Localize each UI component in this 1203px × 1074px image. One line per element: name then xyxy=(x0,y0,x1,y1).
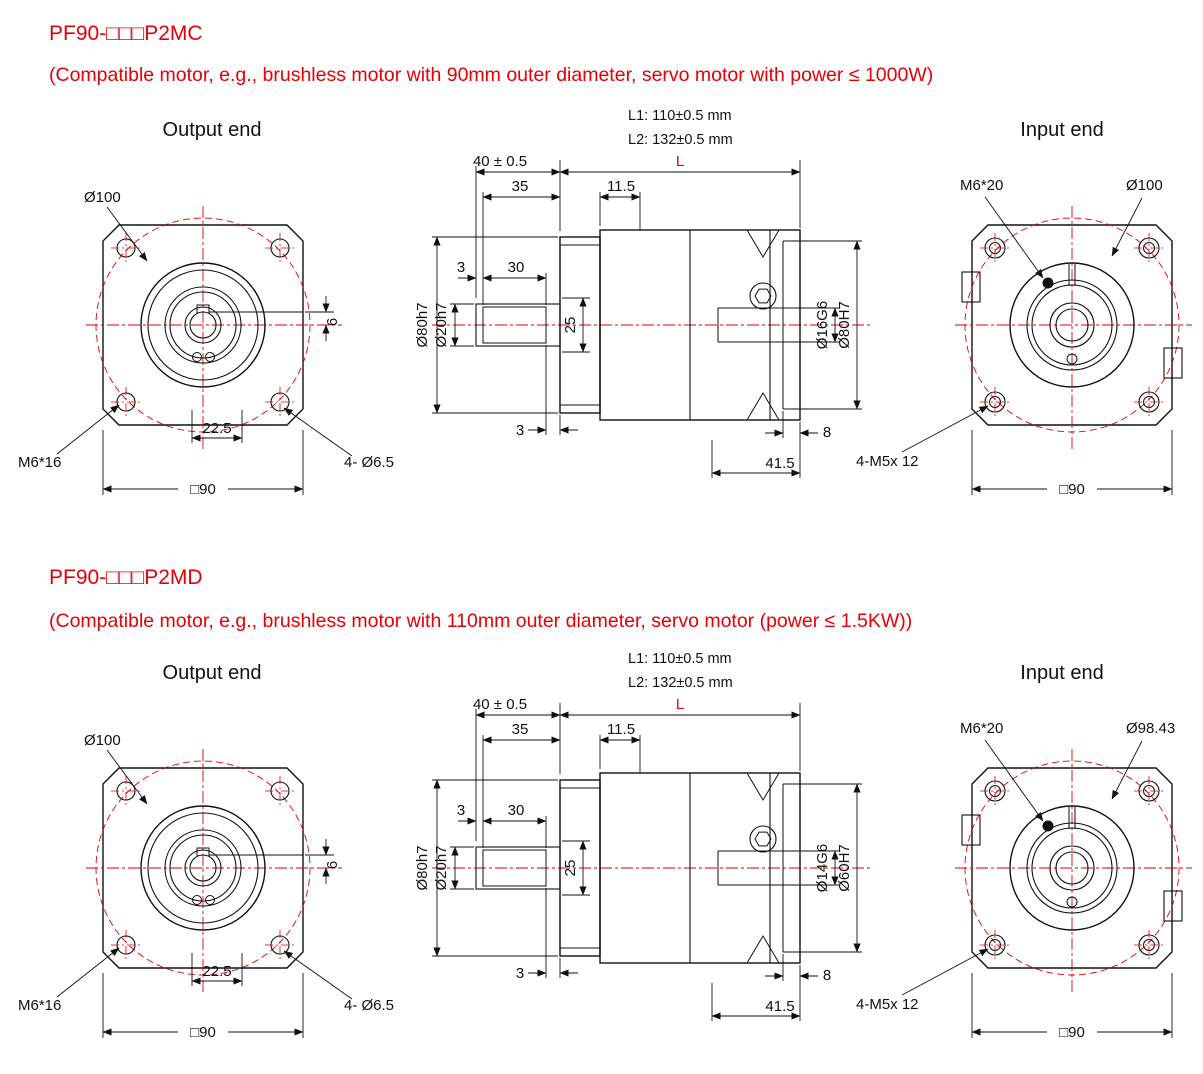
dim-input-pilot-dia: Ø80H7 xyxy=(836,301,853,349)
input-end-heading: Input end xyxy=(1020,662,1103,684)
dim-output-bolt-circle: Ø100 xyxy=(84,732,121,749)
dim-overall-length: L xyxy=(676,153,684,170)
l1-note: L1: 110±0.5 mm xyxy=(628,108,732,124)
dim-input-bolt-circle: Ø98.43 xyxy=(1126,720,1175,737)
dim-25: 25 xyxy=(562,860,579,877)
dim-input-taps: 4-M5x 12 xyxy=(856,996,919,1013)
dim-shaft-length: 40 ± 0.5 xyxy=(473,153,527,170)
dim-output-holes: 4- Ø6.5 xyxy=(344,454,394,471)
dim-output-pilot-dia: Ø80h7 xyxy=(414,845,431,890)
dim-clamp-screw: M6*20 xyxy=(960,177,1003,194)
dim-key-height: 6 xyxy=(324,861,341,869)
dim-25: 25 xyxy=(562,317,579,334)
dim-35: 35 xyxy=(512,178,529,195)
l2-note: L2: 132±0.5 mm xyxy=(628,132,733,148)
dim-key-height: 6 xyxy=(324,318,341,326)
dim-output-corner-tap: M6*16 xyxy=(18,454,61,471)
dim-shaft-dia: Ø20h7 xyxy=(433,845,450,890)
dim-41-5: 41.5 xyxy=(765,998,794,1015)
dim-key-start: 3 xyxy=(457,802,465,819)
dim-key-length: 30 xyxy=(508,802,525,819)
dim-output-square: □90 xyxy=(190,1024,216,1041)
section-2-subtitle: (Compatible motor, e.g., brushless motor… xyxy=(49,610,913,632)
dim-overall-length: L xyxy=(676,696,684,713)
dim-input-square: □90 xyxy=(1059,481,1085,498)
dim-input-bolt-circle: Ø100 xyxy=(1126,177,1163,194)
dim-shaft-dia: Ø20h7 xyxy=(433,302,450,347)
dim-input-bore-dia: Ø14G6 xyxy=(814,844,831,892)
dim-35: 35 xyxy=(512,721,529,738)
dim-input-square: □90 xyxy=(1059,1024,1085,1041)
dim-output-bolt-circle: Ø100 xyxy=(84,189,121,206)
dim-output-holes: 4- Ø6.5 xyxy=(344,997,394,1014)
section-2-title: PF90-□□□P2MD xyxy=(49,566,203,589)
dim-input-bore-dia: Ø16G6 xyxy=(814,301,831,349)
dim-output-corner-tap: M6*16 xyxy=(18,997,61,1014)
output-end-heading: Output end xyxy=(163,119,262,141)
section-1-title: PF90-□□□P2MC xyxy=(49,22,203,45)
dim-shaft-length: 40 ± 0.5 xyxy=(473,696,527,713)
section-1-subtitle: (Compatible motor, e.g., brushless motor… xyxy=(49,64,934,86)
dim-3-bottom: 3 xyxy=(516,965,524,982)
dim-key-offset: 22.5 xyxy=(202,420,231,437)
dim-clamp-screw: M6*20 xyxy=(960,720,1003,737)
dim-input-pilot-dia: Ø60H7 xyxy=(836,844,853,892)
dim-pilot-depth: 8 xyxy=(823,424,831,441)
dim-pilot-depth: 8 xyxy=(823,967,831,984)
technical-drawing-geometry xyxy=(57,160,1192,495)
dim-key-offset: 22.5 xyxy=(202,963,231,980)
dim-11-5: 11.5 xyxy=(607,721,635,738)
l1-note: L1: 110±0.5 mm xyxy=(628,651,732,667)
dim-41-5: 41.5 xyxy=(765,455,794,472)
l2-note: L2: 132±0.5 mm xyxy=(628,675,733,691)
technical-drawing-geometry xyxy=(57,703,1192,1038)
section-1-drawing: Output end L1: 110±0.5 mm L2: 132±0.5 mm… xyxy=(18,108,1203,498)
dim-output-pilot-dia: Ø80h7 xyxy=(414,302,431,347)
input-end-heading: Input end xyxy=(1020,119,1103,141)
section-2-drawing: Output end L1: 110±0.5 mm L2: 132±0.5 mm… xyxy=(18,651,1203,1041)
dim-key-length: 30 xyxy=(508,259,525,276)
dim-key-start: 3 xyxy=(457,259,465,276)
dim-11-5: 11.5 xyxy=(607,178,635,195)
dim-3-bottom: 3 xyxy=(516,422,524,439)
dim-output-square: □90 xyxy=(190,481,216,498)
dim-input-taps: 4-M5x 12 xyxy=(856,453,919,470)
output-end-heading: Output end xyxy=(163,662,262,684)
